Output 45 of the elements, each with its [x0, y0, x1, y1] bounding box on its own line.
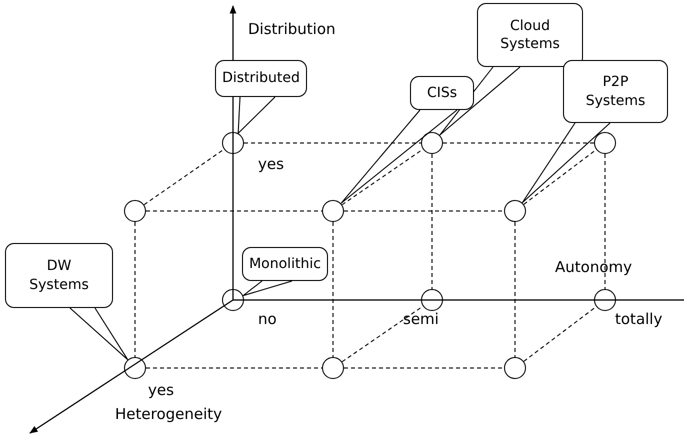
node-circle [222, 289, 244, 311]
callout-box: DW Systems [5, 243, 113, 308]
dashed-line [514, 222, 516, 358]
dashed-line [144, 148, 224, 206]
node-circle [322, 200, 344, 222]
leader-line [340, 110, 458, 204]
node-circle [124, 357, 146, 379]
node-circle [222, 132, 244, 154]
leader-line [522, 122, 610, 204]
dashed-line [523, 149, 597, 205]
leader-line [439, 66, 520, 136]
node-circle [504, 357, 526, 379]
value-label: no [258, 310, 277, 328]
dashed-line [342, 148, 424, 206]
callout-box: P2P Systems [563, 60, 668, 123]
node-circle [421, 289, 443, 311]
leader-line [70, 308, 128, 360]
dashed-line [442, 142, 594, 144]
value-label: yes [148, 381, 174, 399]
value-label: semi [403, 310, 439, 328]
dashed-line [604, 154, 606, 290]
dashed-line [146, 210, 322, 212]
node-circle [594, 132, 616, 154]
axis-label: Heterogeneity [115, 405, 222, 423]
node-circle [421, 132, 443, 154]
dashed-line [344, 210, 504, 212]
value-label: yes [258, 155, 284, 173]
dashed-line [342, 306, 424, 362]
node-circle [504, 200, 526, 222]
leader-line [242, 280, 292, 296]
dashed-line [244, 142, 422, 144]
callout-box: Cloud Systems [477, 3, 583, 67]
callout-box: CISs [410, 76, 474, 110]
callout-box: Distributed [215, 60, 307, 97]
dashed-line [134, 222, 136, 358]
value-label: totally [615, 310, 662, 328]
node-circle [594, 289, 616, 311]
axis-label: Distribution [248, 20, 336, 38]
node-circle [124, 200, 146, 222]
axis-label: Autonomy [555, 258, 632, 276]
callout-box: Monolithic [242, 247, 328, 281]
node-circle [322, 357, 344, 379]
leader-line [238, 96, 276, 134]
dashed-line [523, 306, 597, 362]
dashed-line [332, 222, 334, 358]
